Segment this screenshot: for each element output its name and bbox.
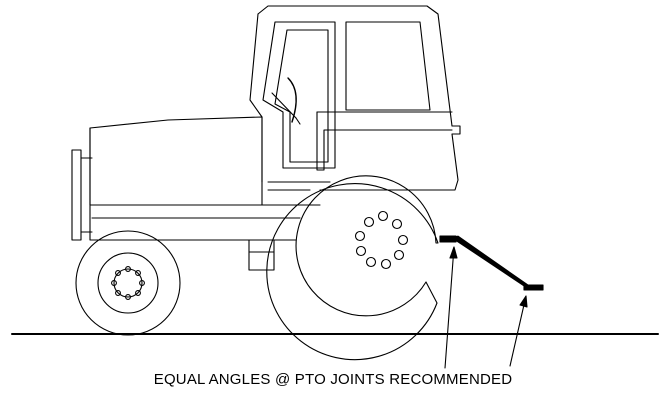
engine-hood [89,116,321,241]
rear-wheel [266,175,439,361]
steering-wheel [271,77,301,125]
step-block [248,239,275,271]
diagram-caption: EQUAL ANGLES @ PTO JOINTS RECOMMENDED [153,371,513,388]
front-wheel [75,230,181,336]
cab [249,5,461,191]
callout-arrows [444,246,528,369]
front-wheel-lugs [111,266,145,300]
rear-wheel-lugs [354,210,409,270]
front-bumper [71,149,93,241]
pto-shaft [439,235,544,291]
